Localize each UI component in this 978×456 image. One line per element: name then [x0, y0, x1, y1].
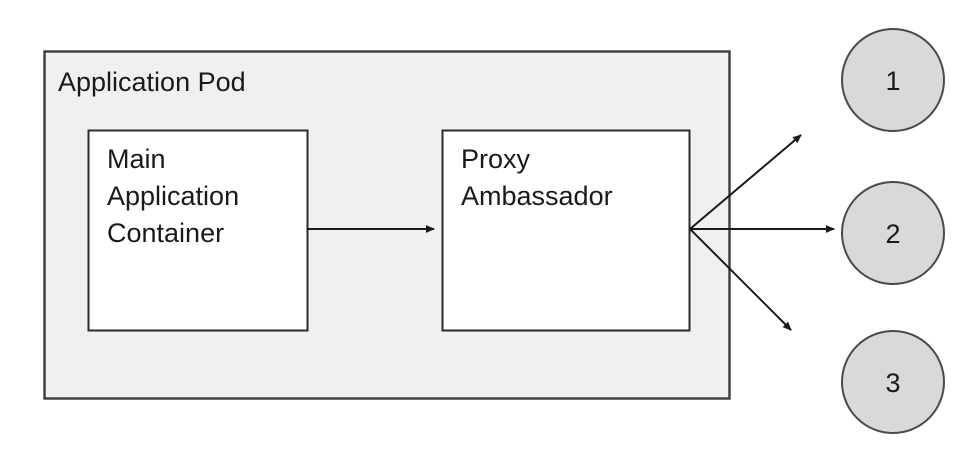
endpoint-circle-1-label: 1: [885, 66, 900, 96]
endpoint-circle-3-label: 3: [885, 368, 900, 398]
main-application-container-label-line-3: Container: [107, 218, 224, 248]
endpoint-circle-2-label: 2: [885, 219, 900, 249]
connector-proxy-to-endpoint-1: [689, 134, 802, 230]
main-application-container-label-line-2: Application: [107, 181, 239, 211]
proxy-ambassador-container-label-line-1: Proxy: [461, 144, 531, 174]
connector-proxy-to-endpoint-3: [689, 228, 792, 331]
application-pod-label: Application Pod: [58, 67, 246, 97]
endpoint-circle-3[interactable]: [841, 330, 945, 434]
endpoint-circle-1[interactable]: [841, 28, 945, 132]
proxy-ambassador-container-box[interactable]: [441, 129, 691, 332]
main-application-container-label-line-1: Main: [107, 144, 166, 174]
endpoint-circle-2[interactable]: [841, 181, 945, 285]
main-application-container-box[interactable]: [87, 129, 309, 332]
proxy-ambassador-container-label-line-2: Ambassador: [461, 181, 613, 211]
